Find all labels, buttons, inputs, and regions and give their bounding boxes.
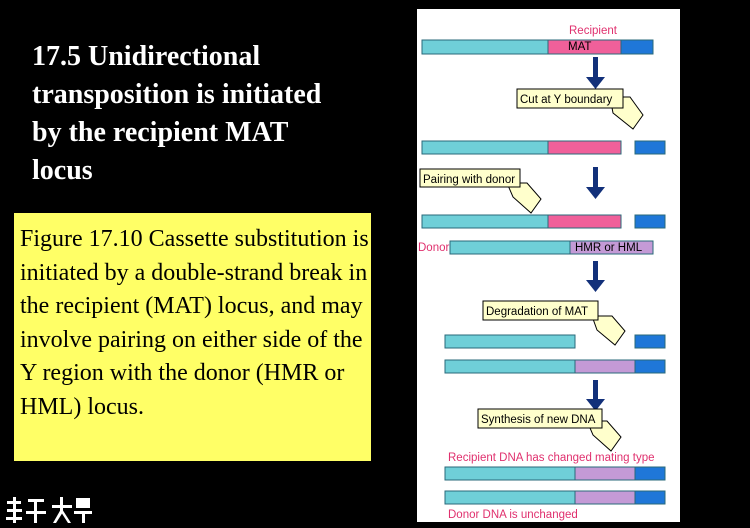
paired-teal-segment xyxy=(421,214,549,229)
paired-blue-segment xyxy=(634,214,666,229)
cut-blue-segment xyxy=(634,140,666,155)
degradation-label: Degradation of MAT xyxy=(486,306,588,318)
donor-label: Donor xyxy=(418,242,449,254)
donor-teal-segment xyxy=(449,240,571,255)
synthesis-label: Synthesis of new DNA xyxy=(481,414,596,426)
recipient-blue-segment xyxy=(620,39,654,55)
recipient-teal-segment xyxy=(421,39,549,55)
figure-caption: Figure 17.10 Cassette substitution is in… xyxy=(14,213,371,461)
donor-teal-segment xyxy=(444,359,576,374)
degradation-callout: Degradation of MAT xyxy=(482,300,626,346)
down-arrow-icon xyxy=(586,261,605,292)
down-arrow-icon xyxy=(586,380,605,411)
degraded-blue-segment xyxy=(634,334,666,349)
final-donor-blue-segment xyxy=(634,490,666,505)
degraded-teal-segment xyxy=(444,334,576,349)
hmr-hml-label: HMR or HML xyxy=(575,242,643,254)
cut-mat-segment xyxy=(547,140,622,155)
cut-label: Cut at Y boundary xyxy=(520,94,613,106)
donor-hmr-segment xyxy=(569,240,654,255)
slide-title: 17.5 Unidirectional transposition is ini… xyxy=(32,41,322,186)
final-donor-teal-segment xyxy=(444,490,576,505)
new-recipient-lilac-segment xyxy=(574,466,636,481)
paired-mat-segment xyxy=(547,214,622,229)
final-donor-lilac-segment xyxy=(574,490,636,505)
synthesis-callout: Synthesis of new DNA xyxy=(477,408,622,452)
new-recipient-blue-segment xyxy=(634,466,666,481)
donor-blue-segment xyxy=(634,359,666,374)
pairing-callout: Pairing with donor xyxy=(419,168,542,214)
down-arrow-icon xyxy=(586,167,605,199)
cut-teal-segment xyxy=(421,140,549,155)
down-arrow-icon xyxy=(586,57,605,89)
figure-panel: Recipient MAT Cut at Y boundary Pairing … xyxy=(417,9,680,522)
donor-unchanged-label: Donor DNA is unchanged xyxy=(448,509,578,521)
donor-hmr-segment xyxy=(574,359,636,374)
new-recipient-teal-segment xyxy=(444,466,576,481)
recipient-label: Recipient xyxy=(569,25,618,37)
mat-label: MAT xyxy=(568,41,591,53)
university-logo xyxy=(6,497,92,523)
cut-callout: Cut at Y boundary xyxy=(516,88,644,130)
pairing-label: Pairing with donor xyxy=(423,174,515,186)
recipient-changed-label: Recipient DNA has changed mating type xyxy=(448,452,654,464)
